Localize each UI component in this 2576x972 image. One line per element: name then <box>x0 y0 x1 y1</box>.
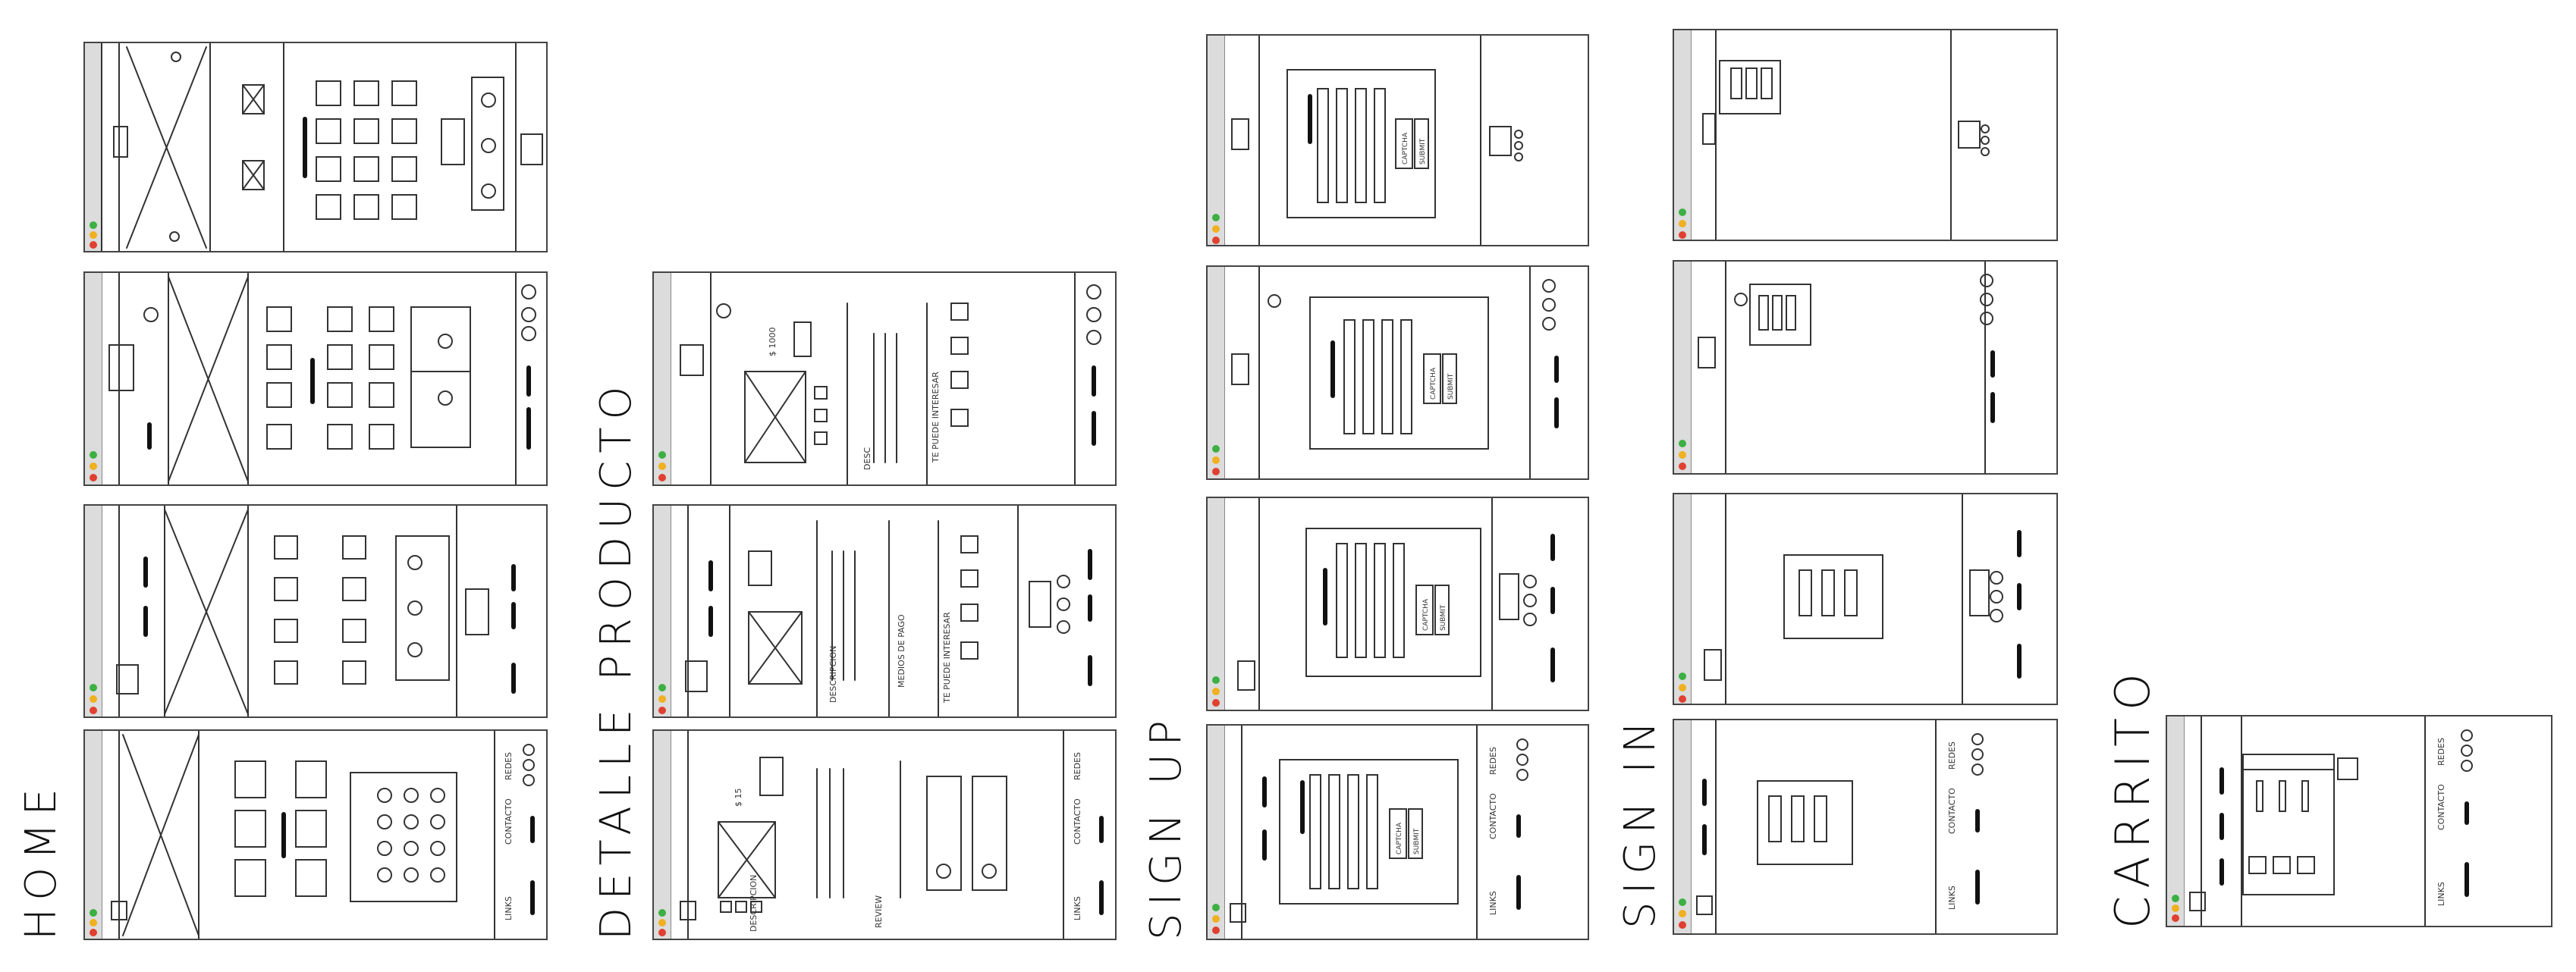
label-contacto-2: CONTACTO <box>1073 798 1082 845</box>
wireframe-detalle-1: $ 1000 DESC TE PUEDE INTERESAR <box>652 271 1117 486</box>
sketch-signin-2 <box>1698 262 1995 473</box>
sketch-home-3 <box>116 506 516 716</box>
section-label-sign-in: SIGN IN <box>1616 713 1665 929</box>
wireframe-home-4: REDES CONTACTO LINKS <box>83 729 548 940</box>
label-desc: DESC <box>862 447 872 470</box>
label-submit: SUBMIT <box>1419 138 1427 165</box>
wireframe-home-3 <box>83 504 548 718</box>
wireframe-detalle-3: $ 15 DESCRIPCION REVIEW REDES CONTACTO L… <box>652 729 1117 940</box>
label-captcha-3: CAPTCHA <box>1422 598 1430 631</box>
label-redes-5: REDES <box>2436 738 2446 766</box>
label-submit-2: SUBMIT <box>1447 373 1455 400</box>
wireframe-detalle-2: DESCRIPCION MEDIOS DE PAGO TE PUEDE INTE… <box>652 504 1117 718</box>
label-price-short: $ 15 <box>734 789 743 807</box>
sketch-home-2 <box>108 273 536 484</box>
sketch-signin-4: REDES CONTACTO LINKS <box>1696 720 1984 933</box>
sketch-detalle-1: $ 1000 DESC TE PUEDE INTERESAR <box>680 273 1101 484</box>
label-redes-2: REDES <box>1073 752 1082 780</box>
label-captcha: CAPTCHA <box>1402 132 1409 165</box>
label-links-2: LINKS <box>1073 896 1082 920</box>
label-submit-4: SUBMIT <box>1413 828 1421 854</box>
label-review: REVIEW <box>874 895 884 928</box>
label-descripcion: DESCRIPCION <box>828 646 838 703</box>
wireframe-home-1 <box>83 42 548 252</box>
sketch-detalle-2: DESCRIPCION MEDIOS DE PAGO TE PUEDE INTE… <box>685 506 1092 716</box>
wireframe-signin-3 <box>1673 493 2058 705</box>
wireframe-signin-2 <box>1673 260 2058 475</box>
label-captcha-2: CAPTCHA <box>1430 367 1437 400</box>
wireframe-signup-2: CAPTCHA SUBMIT <box>1206 265 1589 480</box>
label-te-puede-interesar: TE PUEDE INTERESAR <box>931 372 941 463</box>
label-contacto: CONTACTO <box>504 798 514 845</box>
label-captcha-4: CAPTCHA <box>1396 822 1403 854</box>
sketch-home-1 <box>101 43 543 251</box>
section-label-carrito: CARRITO <box>2105 666 2160 929</box>
label-submit-3: SUBMIT <box>1440 604 1447 631</box>
sketch-signup-1: CAPTCHA SUBMIT <box>1231 36 1523 245</box>
sketch-signin-1 <box>1702 30 1990 240</box>
sketch-home-4: REDES CONTACTO LINKS <box>111 731 535 939</box>
wireframe-signup-1: CAPTCHA SUBMIT <box>1206 34 1589 246</box>
sketch-signup-4: CAPTCHA SUBMIT REDES CONTACTO LINKS <box>1230 726 1528 939</box>
label-links-3: LINKS <box>1488 891 1498 915</box>
label-links-5: LINKS <box>2436 882 2446 906</box>
wireframe-signup-4: CAPTCHA SUBMIT REDES CONTACTO LINKS <box>1206 724 1589 940</box>
wireframe-signin-1 <box>1673 29 2058 241</box>
section-label-sign-up: SIGN UP <box>1142 713 1191 940</box>
label-contacto-3: CONTACTO <box>1488 793 1498 839</box>
wireframe-home-2 <box>83 271 548 486</box>
label-redes-4: REDES <box>1947 742 1957 770</box>
sketch-signin-3 <box>1704 494 2022 704</box>
wireframe-carrito: REDES CONTACTO LINKS <box>2166 715 2552 927</box>
label-links: LINKS <box>504 896 514 920</box>
section-label-home: HOME <box>17 781 66 940</box>
sketch-signup-3: CAPTCHA SUBMIT <box>1237 498 1555 710</box>
label-medios-de-pago: MEDIOS DE PAGO <box>897 614 906 688</box>
sketch-detalle-3: $ 15 DESCRIPCION REVIEW REDES CONTACTO L… <box>680 731 1104 939</box>
label-descripcion-2: DESCRIPCION <box>749 875 759 932</box>
label-price: $ 1000 <box>768 328 778 357</box>
label-links-4: LINKS <box>1947 886 1957 910</box>
wireframe-signup-3: CAPTCHA SUBMIT <box>1206 497 1589 711</box>
wireframe-signin-4: REDES CONTACTO LINKS <box>1673 719 2058 935</box>
sketch-signup-2: CAPTCHA SUBMIT <box>1231 267 1559 478</box>
label-redes: REDES <box>504 752 514 780</box>
label-contacto-4: CONTACTO <box>1947 788 1957 834</box>
label-contacto-5: CONTACTO <box>2436 784 2446 830</box>
section-label-detalle-producto: DETALLE PRODUCTO <box>592 378 641 940</box>
label-redes-3: REDES <box>1488 747 1498 775</box>
sketch-carrito: REDES CONTACTO LINKS <box>2189 716 2473 926</box>
label-te-puede-interesar-2: TE PUEDE INTERESAR <box>942 612 952 704</box>
